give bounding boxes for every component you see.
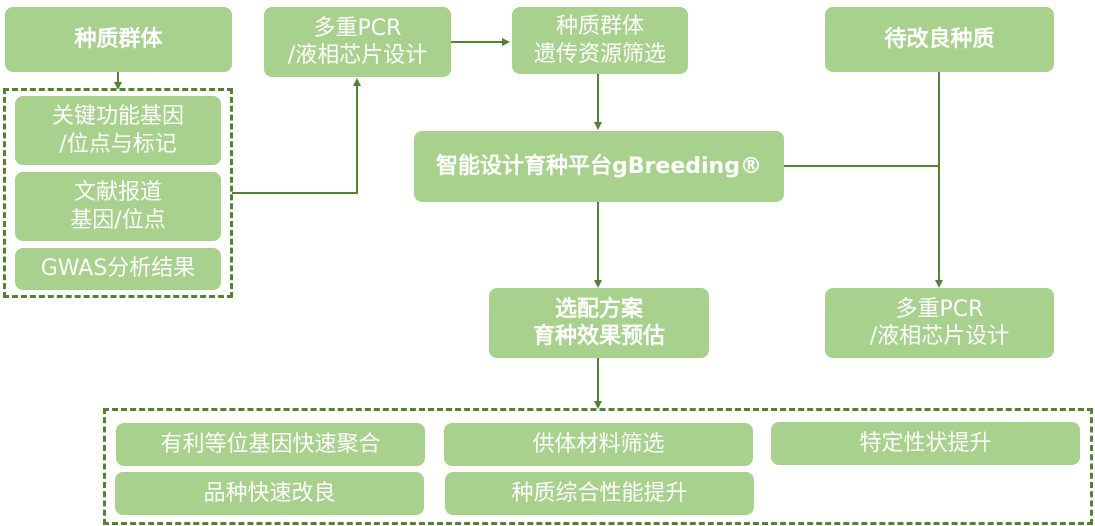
sources-group [3, 88, 233, 298]
outcomes-group [103, 408, 1093, 525]
outcome-item: 有利等位基因快速聚合 [116, 423, 425, 466]
outcome-item: 品种快速改良 [115, 472, 424, 515]
node-germplasm-population: 种质群体 [5, 7, 232, 72]
outcome-item: 特定性状提升 [771, 422, 1080, 465]
arrow-sources-to-pcr [232, 78, 361, 194]
node-pcr-design-top: 多重PCR /液相芯片设计 [264, 7, 451, 77]
node-resource-screening: 种质群体 遗传资源筛选 [512, 7, 688, 74]
node-gwas-results: GWAS分析结果 [15, 248, 221, 290]
node-pcr-design-bottom: 多重PCR /液相芯片设计 [825, 288, 1054, 358]
node-key-genes: 关键功能基因 /位点与标记 [15, 96, 221, 165]
outcome-item: 供体材料筛选 [444, 423, 753, 466]
node-platform: 智能设计育种平台gBreeding® [414, 131, 784, 202]
node-germplasm-to-improve: 待改良种质 [825, 7, 1054, 72]
outcome-item: 种质综合性能提升 [445, 472, 754, 515]
node-literature-genes: 文献报道 基因/位点 [15, 172, 221, 241]
node-selection-plan: 选配方案 育种效果预估 [489, 288, 709, 358]
